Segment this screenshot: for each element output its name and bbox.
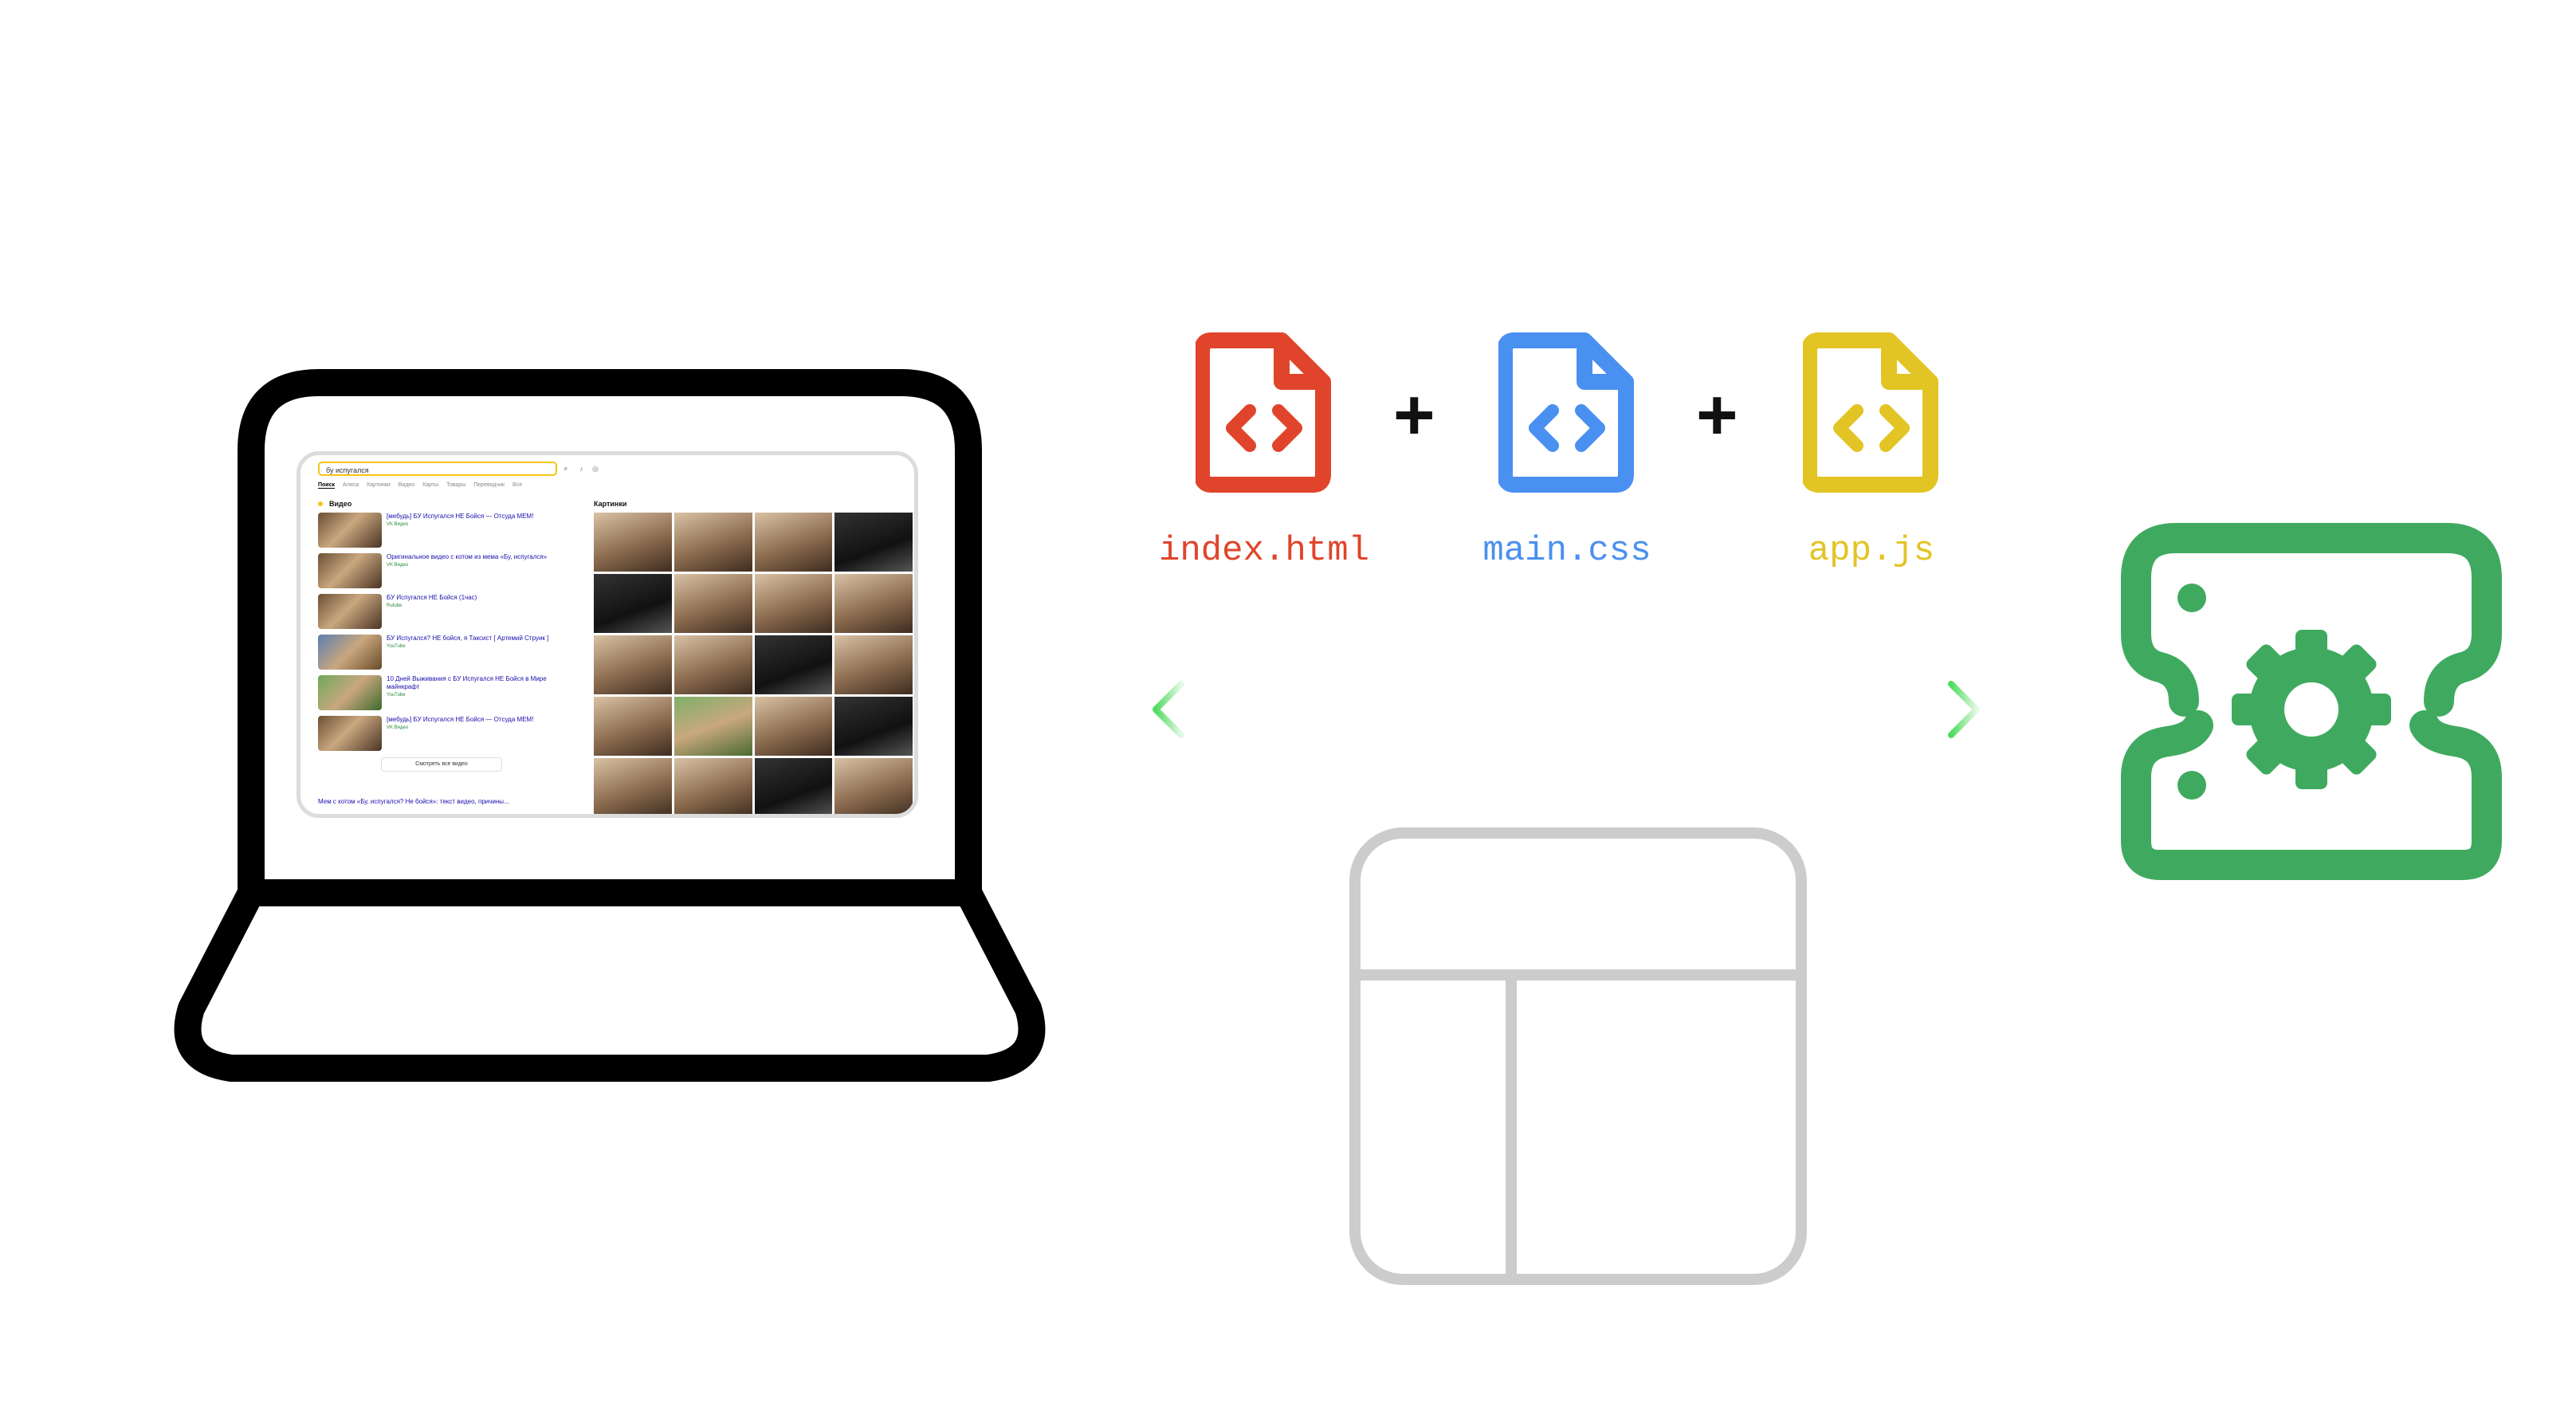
video-title[interactable]: [мебудь] БУ Испугался НЕ Бойся — Отсуда … — [387, 513, 534, 520]
video-title[interactable]: БУ Испугался? НЕ бойся, я Таксист [ Арте… — [387, 635, 549, 642]
tab-search[interactable]: Поиск — [318, 482, 336, 489]
video-thumbnail[interactable] — [318, 594, 382, 629]
code-file-icon — [1196, 332, 1331, 493]
image-thumbnail[interactable] — [673, 758, 752, 814]
image-results: Картинки — [594, 497, 913, 814]
image-thumbnail[interactable] — [834, 635, 913, 694]
clear-icon[interactable]: × — [564, 465, 568, 473]
image-thumbnail[interactable] — [594, 635, 672, 694]
image-grid — [594, 513, 913, 814]
video-item[interactable]: 10 Дней Выживания с БУ Испугался НЕ Бойс… — [318, 675, 565, 712]
video-meta: VK Видео — [387, 563, 409, 568]
video-thumbnail[interactable] — [318, 513, 382, 548]
image-thumbnail[interactable] — [594, 697, 672, 756]
image-thumbnail[interactable] — [673, 635, 752, 694]
image-thumbnail[interactable] — [754, 513, 833, 572]
tab-maps[interactable]: Карты — [422, 482, 439, 488]
mic-icon[interactable]: ♪ — [579, 465, 583, 473]
plus-sign: + — [1393, 375, 1435, 455]
bottom-result-link[interactable]: Мем с котом «Бу, испугался? Не бойся»: т… — [318, 798, 509, 805]
video-item[interactable]: [мебудь] БУ Испугался НЕ Бойся — Отсуда … — [318, 513, 565, 549]
image-thumbnail[interactable] — [754, 635, 833, 694]
code-file-icon — [1498, 332, 1634, 493]
video-thumbnail[interactable] — [318, 675, 382, 710]
tab-translate[interactable]: Переводчик — [473, 482, 505, 488]
plus-sign: + — [1696, 375, 1738, 455]
images-heading: Картинки — [594, 500, 627, 508]
code-file-icon — [1803, 332, 1938, 493]
image-thumbnail[interactable] — [834, 758, 913, 814]
video-meta: VK Видео — [387, 725, 409, 730]
video-item[interactable]: БУ Испугался? НЕ бойся, я Таксист [ Арте… — [318, 635, 565, 671]
file-label-css: main.css — [1482, 531, 1651, 571]
image-thumbnail[interactable] — [834, 513, 913, 572]
image-thumbnail[interactable] — [594, 513, 672, 572]
layout-icon — [1349, 827, 1807, 1285]
file-label-html: index.html — [1158, 531, 1370, 571]
image-thumbnail[interactable] — [834, 697, 913, 756]
video-title[interactable]: БУ Испугался НЕ Бойся (1час) — [387, 594, 477, 601]
more-videos-button[interactable]: Смотреть все видео — [381, 757, 502, 772]
video-title[interactable]: [мебудь] БУ Испугался НЕ Бойся — Отсуда … — [387, 716, 534, 723]
video-bullet-icon — [318, 501, 323, 506]
search-input[interactable]: бу испугался — [318, 462, 557, 476]
tab-alice[interactable]: Алиса — [343, 482, 359, 488]
videos-heading: Видео — [329, 500, 352, 508]
video-item[interactable]: [мебудь] БУ Испугался НЕ Бойся — Отсуда … — [318, 716, 565, 753]
image-thumbnail[interactable] — [594, 758, 672, 814]
video-item[interactable]: Оригинальное видео с котом из мема «Бу, … — [318, 553, 565, 590]
video-item[interactable]: БУ Испугался НЕ Бойся (1час) Rutube — [318, 594, 565, 631]
laptop-screen: бу испугался × ♪ ◎ Поиск Алиса Картинки … — [296, 451, 918, 818]
image-thumbnail[interactable] — [673, 697, 752, 756]
settings-gear-icon — [2121, 523, 2502, 880]
video-title[interactable]: Оригинальное видео с котом из мема «Бу, … — [387, 553, 548, 560]
video-title[interactable]: 10 Дней Выживания с БУ Испугался НЕ Бойс… — [387, 675, 547, 690]
image-thumbnail[interactable] — [673, 574, 752, 633]
video-thumbnail[interactable] — [318, 716, 382, 751]
video-meta: VK Видео — [387, 522, 409, 527]
video-thumbnail[interactable] — [318, 553, 382, 588]
image-thumbnail[interactable] — [594, 574, 672, 633]
video-meta: YouTube — [387, 644, 406, 649]
video-meta: YouTube — [387, 693, 406, 698]
file-label-js: app.js — [1808, 531, 1935, 571]
image-thumbnail[interactable] — [754, 697, 833, 756]
image-thumbnail[interactable] — [754, 574, 833, 633]
video-thumbnail[interactable] — [318, 635, 382, 670]
double-arrow-icon — [1153, 681, 1980, 738]
tab-goods[interactable]: Товары — [446, 482, 466, 488]
image-thumbnail[interactable] — [754, 758, 833, 814]
camera-icon[interactable]: ◎ — [592, 465, 599, 473]
image-thumbnail[interactable] — [673, 513, 752, 572]
tab-images[interactable]: Картинки — [367, 482, 391, 488]
video-results: Видео [мебудь] БУ Испугался НЕ Бойся — О… — [318, 497, 565, 800]
image-thumbnail[interactable] — [834, 574, 913, 633]
search-tabs: Поиск Алиса Картинки Видео Карты Товары … — [318, 482, 522, 489]
tab-video[interactable]: Видео — [398, 482, 415, 488]
tab-all[interactable]: Все — [512, 482, 523, 488]
video-meta: Rutube — [387, 603, 402, 608]
